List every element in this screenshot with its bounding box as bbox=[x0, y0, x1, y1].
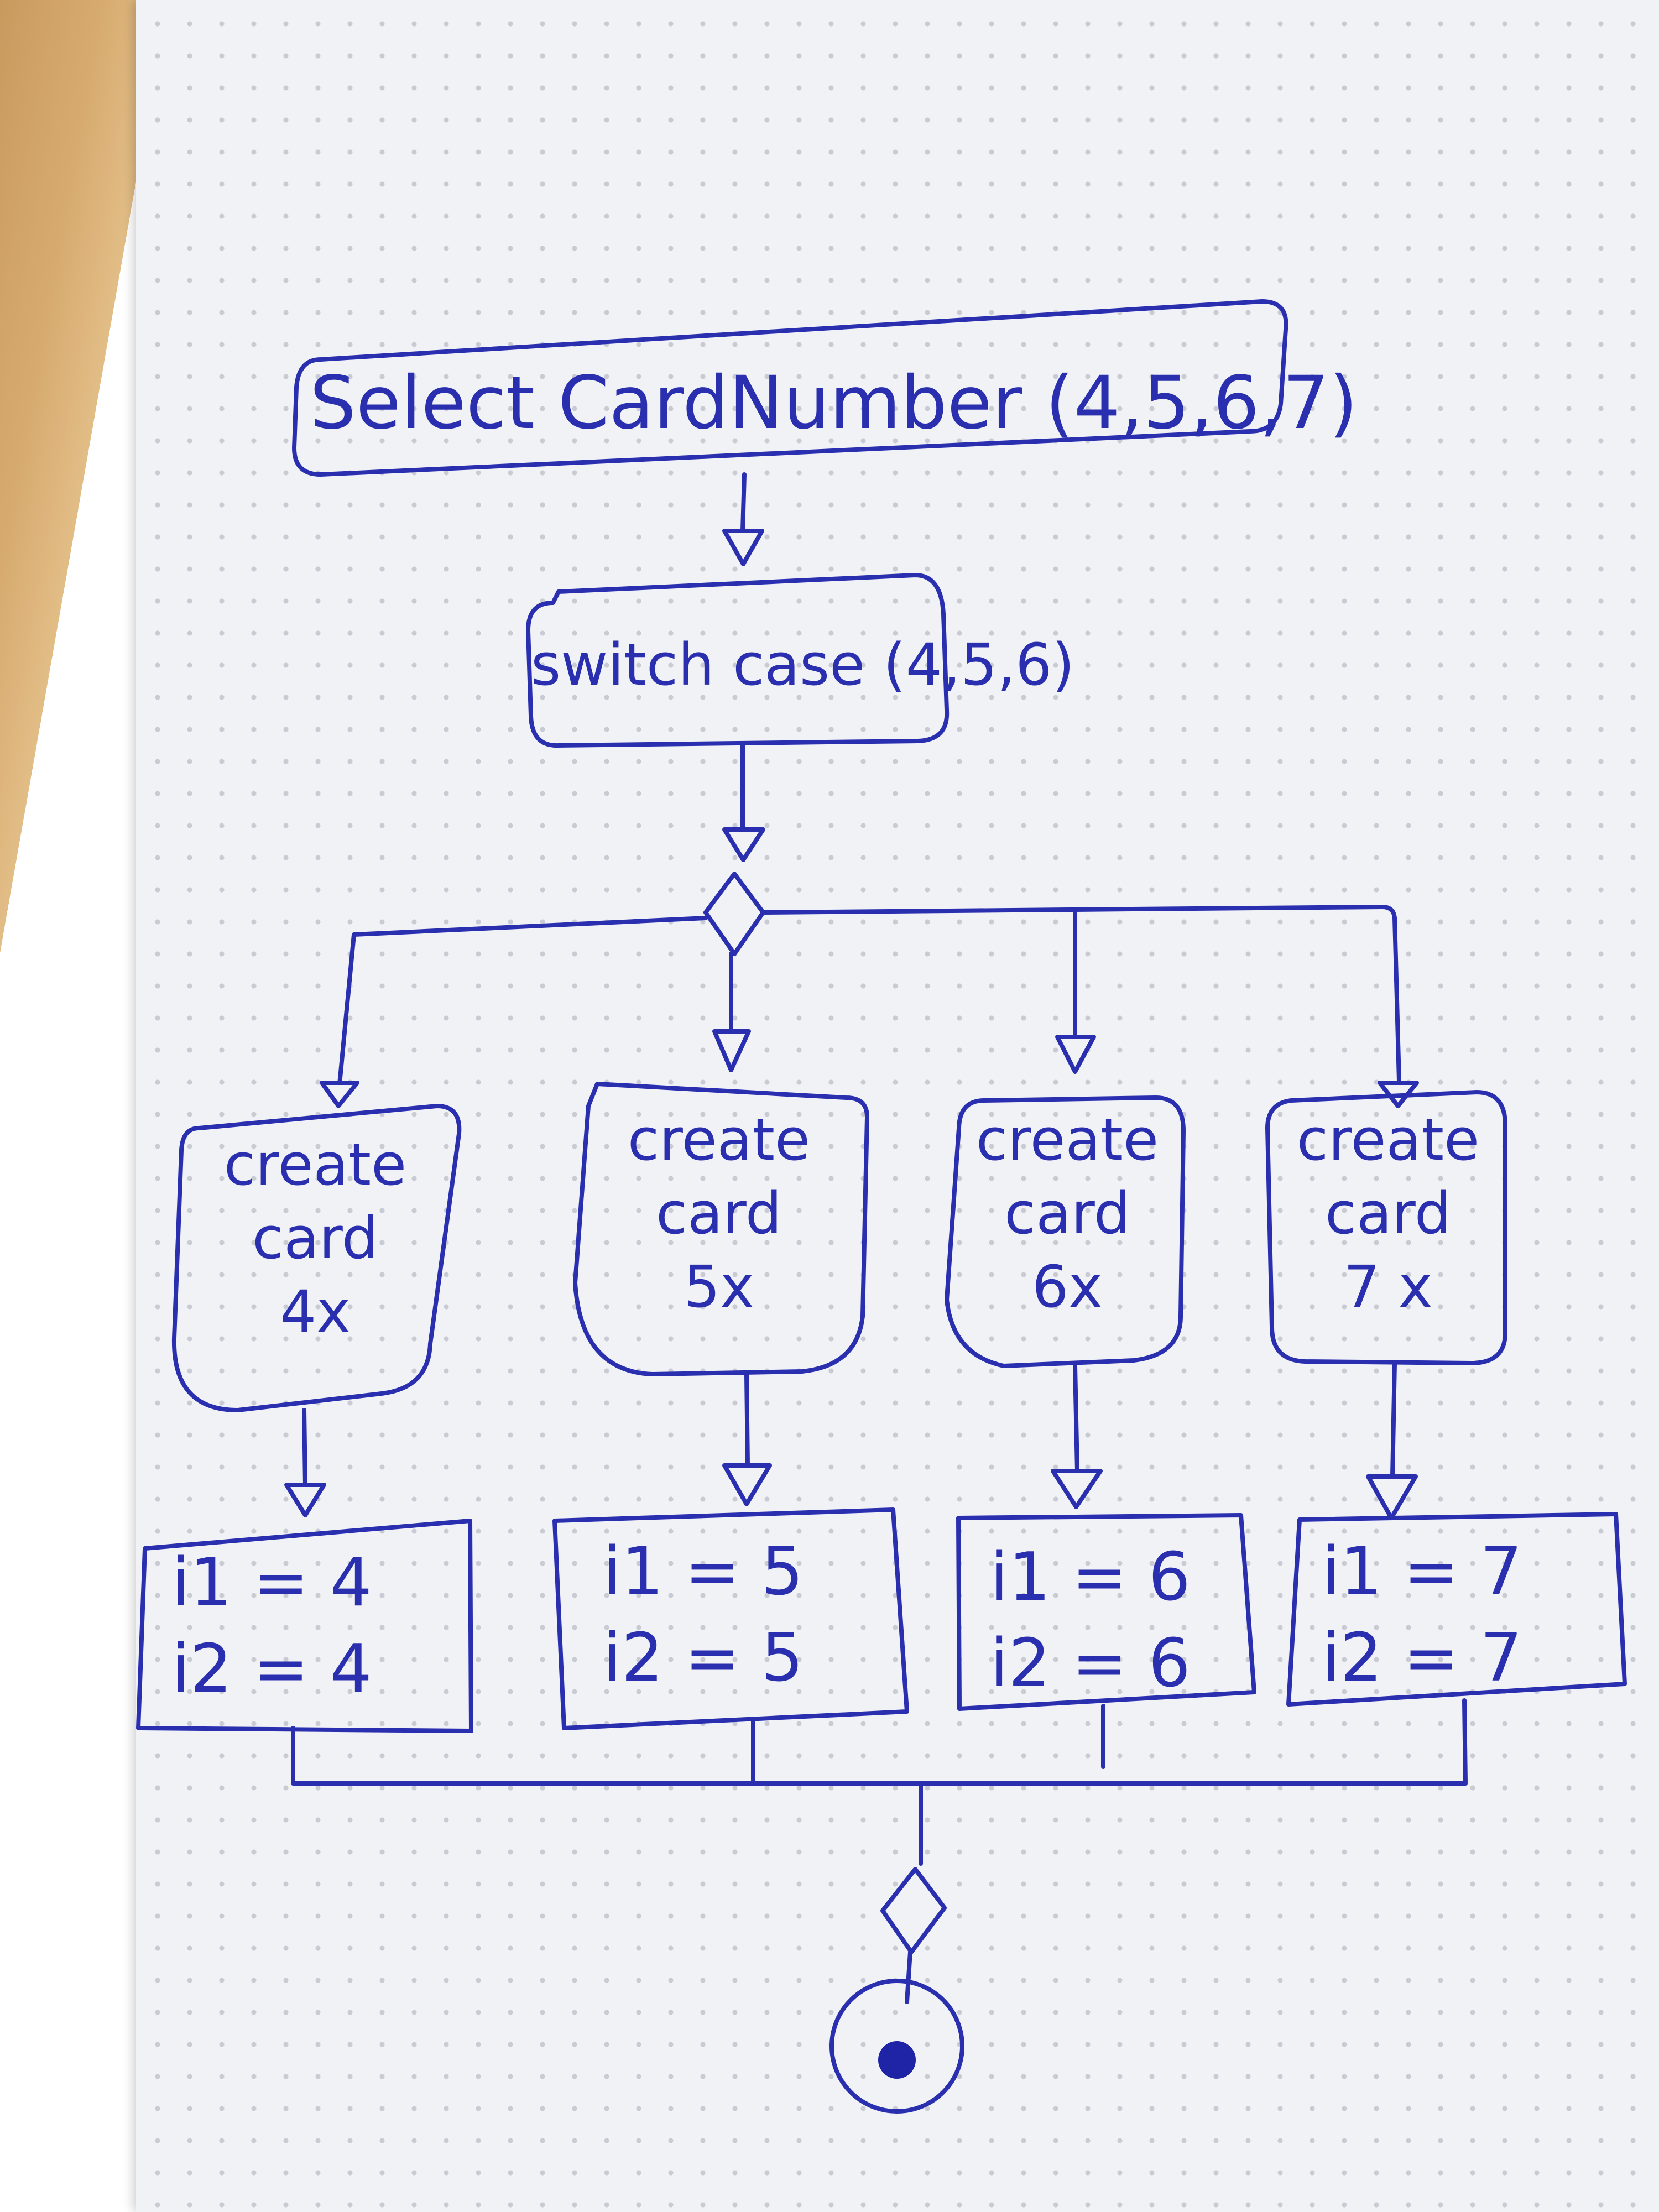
select-action-node bbox=[292, 299, 1288, 477]
merge-node bbox=[880, 1867, 947, 1954]
branch-line-1 bbox=[337, 916, 708, 1086]
flow-arrow-c1 bbox=[302, 1408, 307, 1487]
create-node-2 bbox=[573, 1082, 869, 1376]
decision-node bbox=[703, 872, 765, 956]
assign-node-3 bbox=[956, 1513, 1256, 1711]
assign-label-3: i1 = 6 i2 = 6 bbox=[990, 1539, 1191, 1702]
flow-arrow-c2 bbox=[744, 1372, 750, 1468]
branch-line-3 bbox=[761, 905, 1401, 1083]
arrow-head-1 bbox=[722, 529, 764, 566]
arrow-head-c4 bbox=[1366, 1474, 1418, 1520]
create-card-label-2: create card 5x bbox=[627, 1106, 811, 1321]
arrow-head-c2 bbox=[722, 1463, 772, 1506]
arrow-head-b3 bbox=[1055, 1035, 1096, 1074]
assign-label-1: i1 = 4 i2 = 4 bbox=[171, 1545, 372, 1708]
join-line bbox=[291, 1698, 1468, 1786]
flow-arrow-c3 bbox=[1073, 1364, 1079, 1473]
select-action-label: Select CardNumber (4,5,6,7) bbox=[310, 361, 1358, 446]
flow-arrow-final bbox=[905, 1950, 912, 2004]
notebook-paper bbox=[136, 0, 1659, 2212]
flow-arrow-c4 bbox=[1390, 1361, 1397, 1479]
final-node-dot bbox=[878, 2041, 916, 2079]
assign-label-2: i1 = 5 i2 = 5 bbox=[603, 1533, 804, 1697]
create-card-label-3: create card 6x bbox=[975, 1106, 1159, 1321]
final-node bbox=[830, 1979, 964, 2114]
create-card-label-4: create card 7 x bbox=[1296, 1106, 1480, 1321]
arrow-head-b2 bbox=[712, 1029, 751, 1072]
switch-action-node bbox=[526, 573, 950, 748]
arrow-head-c1 bbox=[284, 1483, 326, 1517]
arrow-head-2 bbox=[722, 827, 765, 862]
create-node-3 bbox=[945, 1095, 1186, 1368]
create-node-4 bbox=[1265, 1090, 1507, 1365]
arrow-head-c3 bbox=[1051, 1469, 1103, 1509]
assign-node-1 bbox=[136, 1519, 473, 1733]
arrow-head-b1 bbox=[320, 1081, 359, 1108]
switch-action-label: switch case (4,5,6) bbox=[531, 631, 1074, 698]
assign-label-4: i1 = 7 i2 = 7 bbox=[1322, 1533, 1522, 1697]
flow-arrow-1 bbox=[740, 472, 747, 533]
assign-node-2 bbox=[552, 1507, 909, 1730]
create-card-label-1: create card 4x bbox=[223, 1131, 407, 1346]
assign-node-4 bbox=[1286, 1512, 1627, 1707]
create-node-1 bbox=[171, 1104, 462, 1412]
